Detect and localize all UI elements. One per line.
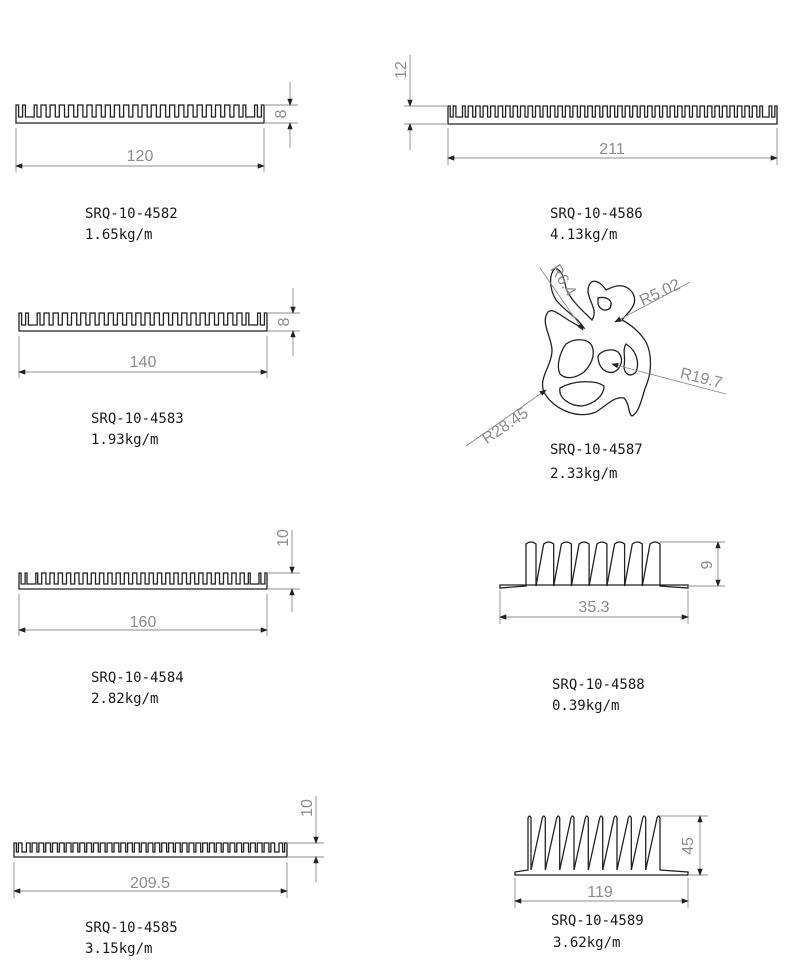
dim-width-4586: 211 [599,141,625,158]
dim-height-4589: 45 [680,837,697,855]
radius-r5-02: R5.02 [637,276,683,309]
dim-width-4582: 120 [127,148,154,165]
profile-4587-cavity-bottom [559,381,605,407]
profile-4585: 10 209.5 SRQ-10-4585 3.15kg/m [13,796,324,957]
code-4589: SRQ-10-4589 [551,913,644,929]
radius-r6-4: R6.4 [547,262,579,300]
weight-4588: 0.39kg/m [552,698,619,714]
profile-4587-cavity-right [623,343,639,376]
dim-height-4586: 12 [393,61,410,79]
profile-4589: 45 119 SRQ-10-4589 3.62kg/m [514,815,708,951]
weight-4585: 3.15kg/m [85,941,152,957]
weight-4584: 2.82kg/m [91,691,158,707]
profile-4587: R6.4 R5.02 R19.7 R28.45 SRQ-10-4587 2.33… [465,262,727,482]
radius-r19-7: R19.7 [678,365,724,392]
profile-4589-outline [514,815,689,876]
code-4588: SRQ-10-4588 [552,677,645,693]
dim-height-4583: 8 [276,317,293,326]
dim-height-4584: 10 [275,529,292,547]
profile-4582: 8 120 SRQ-10-4582 1.65kg/m [15,82,298,243]
code-4585: SRQ-10-4585 [85,920,178,936]
dim-width-4588: 35.3 [578,599,609,616]
dim-height-4585: 10 [299,799,316,817]
dim-width-4583: 140 [130,354,157,371]
profile-4587-outline [541,267,652,417]
code-4582: SRQ-10-4582 [85,206,178,222]
code-4584: SRQ-10-4584 [91,670,184,686]
dim-height-4582: 8 [273,109,290,118]
dim-height-4588: 9 [699,560,716,569]
profile-4583-outline [18,312,268,332]
profile-4582-outline [15,104,265,124]
radius-r28-45: R28.45 [479,405,531,448]
profile-4584: 10 160 SRQ-10-4584 2.82kg/m [18,529,300,707]
profile-4584-outline [18,572,268,590]
code-4583: SRQ-10-4583 [91,411,184,427]
weight-4587: 2.33kg/m [550,466,617,482]
dim-width-4584: 160 [130,614,157,631]
profile-4588-outline [499,541,689,589]
profile-4583: 8 140 SRQ-10-4583 1.93kg/m [18,288,300,448]
weight-4589: 3.62kg/m [553,935,620,951]
code-4586: SRQ-10-4586 [550,206,643,222]
profile-4587-notch [597,296,612,311]
profile-4586: 12 211 SRQ-10-4586 4.13kg/m [393,55,778,243]
dim-width-4585: 209.5 [130,875,170,892]
weight-4586: 4.13kg/m [550,227,617,243]
profile-4585-outline [13,842,288,858]
weight-4583: 1.93kg/m [91,432,158,448]
profile-4586-outline [447,105,778,125]
profile-4587-cavity-center [597,349,623,374]
weight-4582: 1.65kg/m [85,227,152,243]
profile-4588: 9 35.3 SRQ-10-4588 0.39kg/m [499,541,725,714]
code-4587: SRQ-10-4587 [550,442,643,458]
dim-width-4589: 119 [587,884,613,901]
profile-4587-cavity-left [557,339,594,379]
